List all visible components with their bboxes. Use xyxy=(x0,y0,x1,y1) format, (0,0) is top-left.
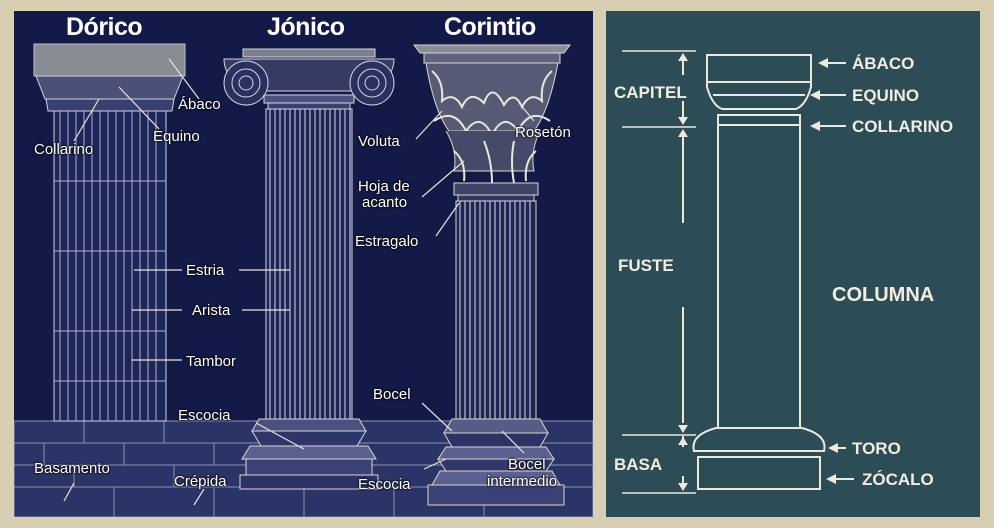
label-abaco: Ábaco xyxy=(178,96,221,113)
label-zocalo-part: ZÓCALO xyxy=(862,470,934,489)
doric-column xyxy=(33,43,186,422)
ionic-column xyxy=(223,48,395,490)
label-basa: BASA xyxy=(614,455,663,474)
label-estragalo: Estragalo xyxy=(355,233,419,250)
label-bocel-intermedio-2: intermedio xyxy=(487,473,558,490)
label-estria: Estria xyxy=(186,262,225,279)
orders-panel: Dórico Jónico Corintio Ábaco Equino Coll… xyxy=(14,11,593,517)
label-bocel-intermedio-1: Bocel xyxy=(508,456,546,473)
collarino-ring xyxy=(717,114,801,126)
ionic-title: Jónico xyxy=(267,13,345,41)
label-abaco-part: ÁBACO xyxy=(852,54,915,73)
column-drawing xyxy=(622,50,854,494)
label-columna: COLUMNA xyxy=(832,284,935,306)
abaco-block xyxy=(706,54,812,83)
label-equino: Equino xyxy=(153,128,200,145)
label-arista: Arista xyxy=(192,302,231,319)
label-basamento: Basamento xyxy=(34,460,110,477)
label-escocia-ionic: Escocia xyxy=(178,407,231,424)
label-crepida: Crépida xyxy=(174,473,227,490)
label-equino-part: EQUINO xyxy=(852,86,920,105)
column-parts-panel: CAPITEL FUSTE BASA COLUMNA ÁBACO EQUINO … xyxy=(606,11,980,517)
fuste-shaft xyxy=(717,124,801,429)
label-roseton: Rosetón xyxy=(515,124,571,141)
label-acanto: acanto xyxy=(362,194,408,211)
label-hoja-de: Hoja de xyxy=(358,178,410,195)
orders-drawing xyxy=(14,43,593,517)
label-tambor: Tambor xyxy=(186,353,237,370)
leader-lines xyxy=(63,58,535,506)
label-bocel: Bocel xyxy=(373,386,411,403)
zocalo-block xyxy=(697,456,821,490)
label-escocia-corinthian: Escocia xyxy=(358,476,411,493)
equino-block xyxy=(706,81,812,110)
corinthian-column xyxy=(413,44,571,506)
doric-title: Dórico xyxy=(66,13,143,41)
label-collarino-part: COLLARINO xyxy=(852,117,954,136)
label-collarino: Collarino xyxy=(34,141,94,158)
corinthian-title: Corintio xyxy=(444,13,536,41)
toro-ring xyxy=(692,427,826,452)
label-capitel: CAPITEL xyxy=(614,83,687,102)
label-voluta: Voluta xyxy=(358,133,400,150)
label-toro-part: TORO xyxy=(852,439,901,458)
label-fuste: FUSTE xyxy=(618,256,674,275)
